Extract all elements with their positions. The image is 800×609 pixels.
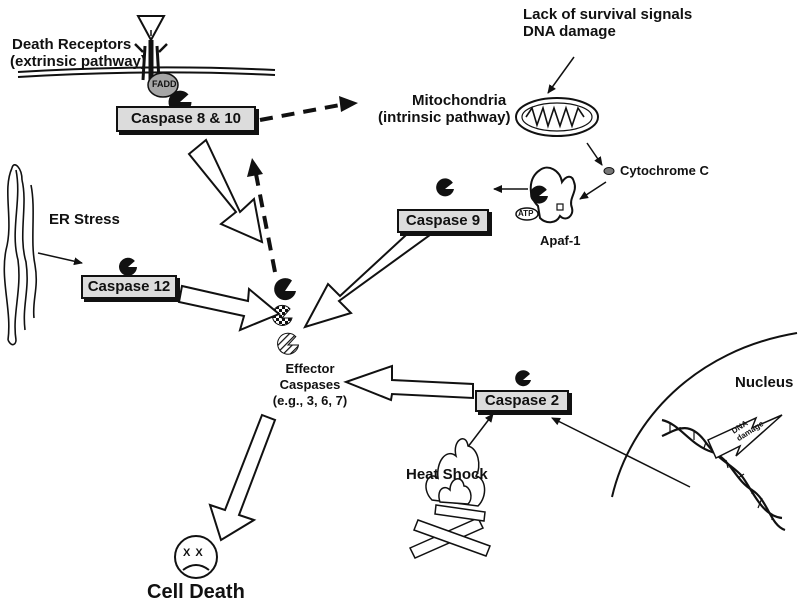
caspase-2-icon	[515, 370, 531, 387]
nucleus-membrane	[611, 332, 798, 498]
heat-shock-label: Heat Shock	[406, 466, 488, 483]
dna-damage-label: DNA damage	[523, 23, 616, 40]
thin-arrows	[37, 56, 691, 488]
arrow-caspase8-to-effector	[187, 138, 264, 244]
cell-membrane	[17, 66, 276, 78]
arrow-caspase2-to-effector	[343, 364, 474, 402]
cell-death-label: Cell Death	[147, 581, 245, 603]
caspase-9-icon	[436, 178, 454, 197]
fadd-adaptor	[147, 72, 179, 98]
face-eyes: X X	[183, 547, 204, 559]
death-receptor-icon	[134, 15, 168, 81]
effector-caspases-label: Effector Caspases (e.g., 3, 6, 7)	[270, 361, 350, 409]
apaf-1-label: Apaf-1	[540, 233, 581, 248]
caspase-12-icon	[119, 257, 137, 276]
caspase-8-10-box: Caspase 8 & 10	[116, 106, 256, 132]
sad-face-icon	[174, 535, 218, 579]
caspase-2-box: Caspase 2	[475, 390, 569, 412]
effector-label-line3: (e.g., 3, 6, 7)	[272, 393, 348, 408]
er-stress-label: ER Stress	[49, 211, 120, 228]
arrow-effector-to-cell-death	[208, 413, 277, 542]
caspase-12-box: Caspase 12	[81, 275, 177, 299]
extrinsic-pathway-label: (extrinsic pathway)	[10, 53, 146, 70]
death-receptors-label: Death Receptors	[12, 36, 132, 53]
dashed-arrows	[247, 96, 358, 273]
mitochondrion-icon	[515, 97, 599, 137]
cytochrome-c-icon	[603, 167, 615, 175]
cytochrome-c-label: Cytochrome C	[620, 163, 709, 178]
intrinsic-pathway-label: (intrinsic pathway)	[378, 109, 511, 126]
dna-helix-icon	[661, 418, 786, 532]
caspase-9-box: Caspase 9	[397, 209, 489, 233]
lightning-bolt-icon	[707, 414, 783, 460]
fadd-label: FADD	[152, 79, 177, 89]
apaf-1-apoptosome	[515, 166, 576, 224]
survival-signals-label: Lack of survival signals	[523, 6, 693, 23]
block-arrows	[177, 138, 474, 542]
effector-label-line2: Caspases	[279, 377, 341, 392]
endoplasmic-reticulum-icon	[3, 164, 38, 346]
mitochondria-label: Mitochondria	[412, 92, 507, 109]
nucleus-label: Nucleus	[735, 374, 794, 391]
fire-icon	[408, 438, 491, 559]
atp-label: ATP	[518, 209, 534, 218]
effector-label-line1: Effector	[285, 361, 335, 376]
arrow-caspase9-to-effector	[302, 222, 436, 329]
arrow-caspase12-to-effector	[177, 284, 281, 332]
effector-caspases-icon	[271, 278, 300, 355]
